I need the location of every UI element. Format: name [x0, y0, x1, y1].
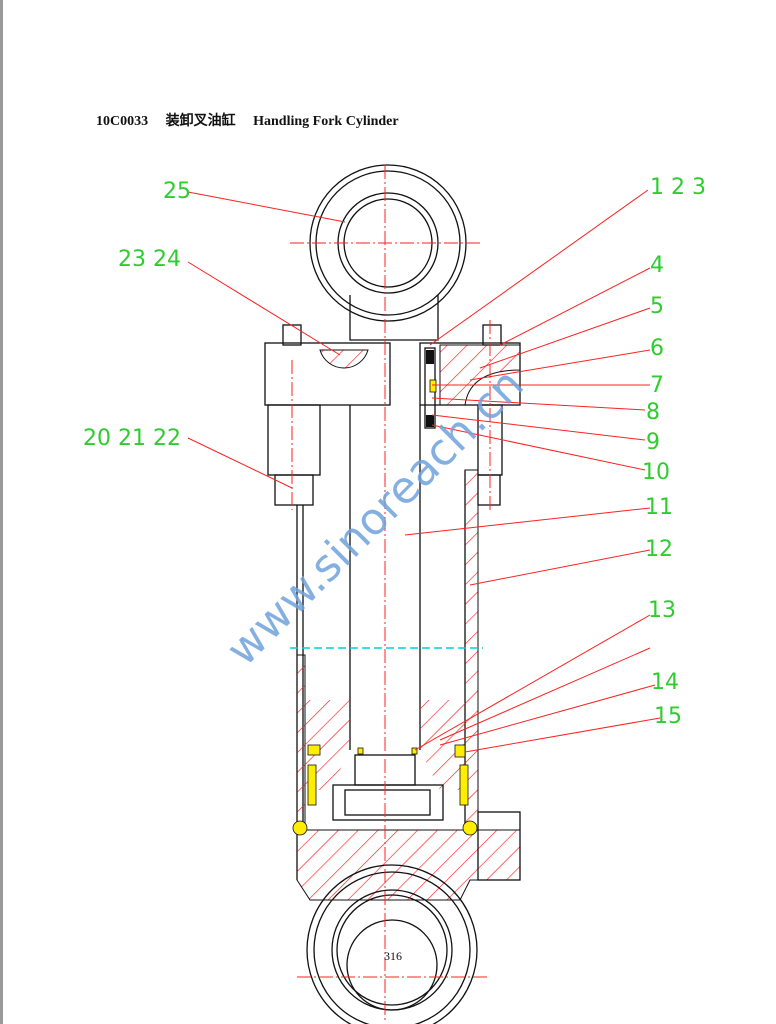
- drawing-title: 10C0033 装卸叉油缸 Handling Fork Cylinder: [96, 110, 413, 130]
- base-eye: [306, 864, 478, 1024]
- callout-12: 12: [645, 537, 673, 562]
- callout-9: 9: [646, 430, 660, 455]
- callout-5: 5: [650, 294, 664, 319]
- callout-10: 10: [642, 460, 670, 485]
- part-name-english: Handling Fork Cylinder: [253, 114, 399, 129]
- callout-1-3: 1 2 3: [650, 175, 706, 200]
- callout-11: 11: [645, 495, 673, 520]
- piston-and-base: [292, 700, 521, 901]
- watermark: www.sinoreach.cn: [217, 359, 534, 676]
- page-number: 316: [384, 949, 402, 963]
- callout-6: 6: [650, 336, 664, 361]
- callout-20-22: 20 21 22: [83, 426, 181, 451]
- callout-8: 8: [646, 400, 660, 425]
- barrel: [290, 405, 483, 880]
- part-name-chinese: 装卸叉油缸: [165, 114, 236, 129]
- page-border: [0, 0, 3, 1024]
- callout-13: 13: [648, 598, 676, 623]
- leader-lines: [187, 189, 661, 753]
- part-code: 10C0033: [96, 114, 149, 129]
- callout-25: 25: [163, 179, 191, 204]
- callout-14: 14: [651, 670, 679, 695]
- callout-23-24: 23 24: [118, 247, 181, 272]
- callout-15: 15: [654, 704, 682, 729]
- callout-4: 4: [650, 253, 664, 278]
- rod-eye: [309, 164, 467, 341]
- callout-7: 7: [650, 373, 664, 398]
